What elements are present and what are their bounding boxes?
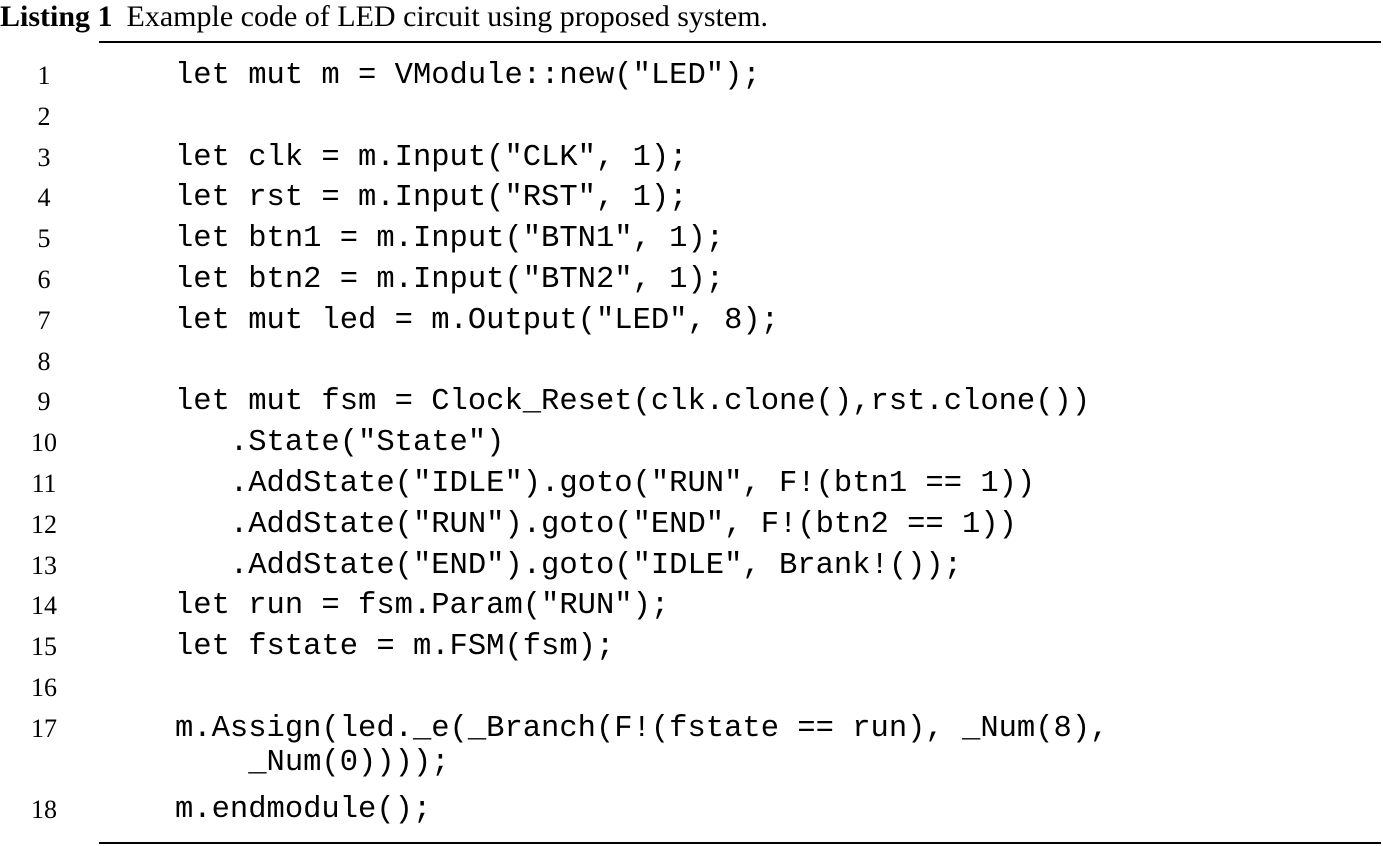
code-line: 13 .AddState("END").goto("IDLE", Brank!(… xyxy=(0,544,1383,585)
code-text: let rst = m.Input("RST", 1); xyxy=(175,181,688,216)
code-text: let btn1 = m.Input("BTN1", 1); xyxy=(175,222,725,257)
code-text: let mut m = VModule::new("LED"); xyxy=(175,59,761,93)
line-number: 14 xyxy=(31,591,57,621)
line-number: 5 xyxy=(37,224,51,254)
code-text: let clk = m.Input("CLK", 1); xyxy=(175,140,688,175)
bottom-rule xyxy=(99,842,1381,844)
line-number: 7 xyxy=(37,305,51,335)
line-number: 12 xyxy=(31,509,57,539)
code-text: .AddState("IDLE").goto("RUN", F!(btn1 ==… xyxy=(175,466,1036,501)
code-text: let mut led = m.Output("LED", 8); xyxy=(175,303,779,338)
code-line: 11 .AddState("IDLE").goto("RUN", F!(btn1… xyxy=(0,462,1383,503)
code-text: m.endmodule(); xyxy=(175,793,432,828)
code-line: 6 let btn2 = m.Input("BTN2", 1); xyxy=(0,258,1383,299)
code-continuation: _Num(0)))); xyxy=(175,745,450,780)
code-text: let mut fsm = Clock_Reset(clk.clone(),rs… xyxy=(175,385,1091,420)
line-number: 13 xyxy=(31,550,57,580)
code-line: 7 let mut led = m.Output("LED", 8); xyxy=(0,299,1383,340)
line-number: 4 xyxy=(37,183,51,213)
line-number: 1 xyxy=(37,61,51,90)
code-text: let fstate = m.FSM(fsm); xyxy=(175,630,615,665)
line-number: 8 xyxy=(37,346,51,376)
line-number: 10 xyxy=(31,428,57,458)
listing-caption: Listing 1 Example code of LED circuit usi… xyxy=(0,0,768,40)
code-line: 1 let mut m = VModule::new("LED"); xyxy=(0,54,1383,95)
listing-label: Listing 1 xyxy=(0,0,113,33)
code-line: 8 xyxy=(0,340,1383,381)
listing-title: Example code of LED circuit using propos… xyxy=(126,0,769,33)
line-number: 17 xyxy=(31,713,57,743)
code-line: 14 let run = fsm.Param("RUN"); xyxy=(0,584,1383,625)
code-text: .AddState("RUN").goto("END", F!(btn2 == … xyxy=(175,507,1017,542)
code-text: .State("State") xyxy=(175,426,505,461)
code-line: 17 m.Assign(led._e(_Branch(F!(fstate == … xyxy=(0,707,1383,789)
code-listing: 1 let mut m = VModule::new("LED"); 2 3 l… xyxy=(0,54,1383,829)
code-line: 16 xyxy=(0,666,1383,707)
code-text: let run = fsm.Param("RUN"); xyxy=(175,589,670,624)
code-line: 18 m.endmodule(); xyxy=(0,788,1383,829)
code-line: 10 .State("State") xyxy=(0,421,1383,462)
line-number: 18 xyxy=(31,795,57,825)
code-text: m.Assign(led._e(_Branch(F!(fstate == run… xyxy=(175,711,1109,746)
code-text: .AddState("END").goto("IDLE", Brank!()); xyxy=(175,548,963,583)
code-line: 2 xyxy=(0,95,1383,136)
code-line: 4 let rst = m.Input("RST", 1); xyxy=(0,176,1383,217)
code-line: 3 let clk = m.Input("CLK", 1); xyxy=(0,136,1383,177)
top-rule xyxy=(99,41,1381,43)
line-number: 15 xyxy=(31,632,57,662)
code-line: 12 .AddState("RUN").goto("END", F!(btn2 … xyxy=(0,503,1383,544)
code-line: 9 let mut fsm = Clock_Reset(clk.clone(),… xyxy=(0,380,1383,421)
line-number: 2 xyxy=(37,101,51,131)
code-text: let btn2 = m.Input("BTN2", 1); xyxy=(175,262,725,297)
code-line: 15 let fstate = m.FSM(fsm); xyxy=(0,625,1383,666)
line-number: 11 xyxy=(31,468,57,498)
line-number: 16 xyxy=(31,672,57,702)
line-number: 9 xyxy=(37,387,51,417)
line-number: 6 xyxy=(37,264,51,294)
line-number: 3 xyxy=(37,142,51,172)
code-line: 5 let btn1 = m.Input("BTN1", 1); xyxy=(0,217,1383,258)
